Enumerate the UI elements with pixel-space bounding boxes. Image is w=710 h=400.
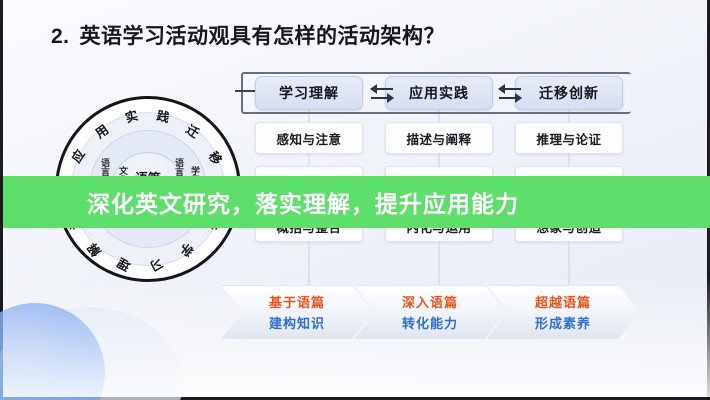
chevron-item-2[interactable]: 深入语篇 转化能力 [354, 285, 506, 339]
chevron-line-1: 超越语篇 [534, 295, 591, 310]
chevron-item-1[interactable]: 基于语篇 建构知识 [221, 285, 373, 339]
chevron-line-1: 基于语篇 [268, 295, 325, 310]
bidirectional-arrow-icon [495, 84, 525, 106]
chevron-item-3[interactable]: 超越语篇 形成素养 [487, 285, 639, 339]
flow-node-top[interactable]: 应用实践 [385, 76, 493, 110]
bidirectional-arrow-icon [367, 84, 397, 106]
chevron-line-2: 建构知识 [268, 316, 325, 331]
slide-title-text: 英语学习活动观具有怎样的活动架构？ [79, 25, 446, 48]
flow-node-sub-1[interactable]: 推理与论证 [515, 122, 623, 154]
arrow-line-left [370, 84, 393, 94]
chevron-row: 基于语篇 建构知识 深入语篇 转化能力 超越语篇 形成素养 [221, 285, 641, 339]
subtitle-banner: 深化英文研究，落实理解，提升应用能力 [3, 176, 710, 228]
flow-node-top[interactable]: 学习理解 [255, 76, 363, 110]
arrow-line-right [499, 93, 522, 103]
subtitle-banner-text: 深化英文研究，落实理解，提升应用能力 [87, 191, 519, 217]
flow-frame [241, 72, 631, 114]
flow-node-top[interactable]: 迁移创新 [515, 76, 623, 110]
slide-number: 2. [51, 25, 70, 48]
chevron-line-1: 深入语篇 [401, 295, 458, 310]
flow-node-sub-1[interactable]: 感知与注意 [255, 122, 363, 154]
chevron-line-2: 转化能力 [401, 316, 458, 331]
arrow-line-right [371, 93, 394, 103]
arrow-line-left [498, 84, 521, 94]
flow-node-sub-1[interactable]: 描述与阐释 [385, 122, 493, 154]
page-title: 2. 英语学习活动观具有怎样的活动架构？ [51, 20, 445, 50]
chevron-line-2: 形成素养 [534, 316, 591, 331]
